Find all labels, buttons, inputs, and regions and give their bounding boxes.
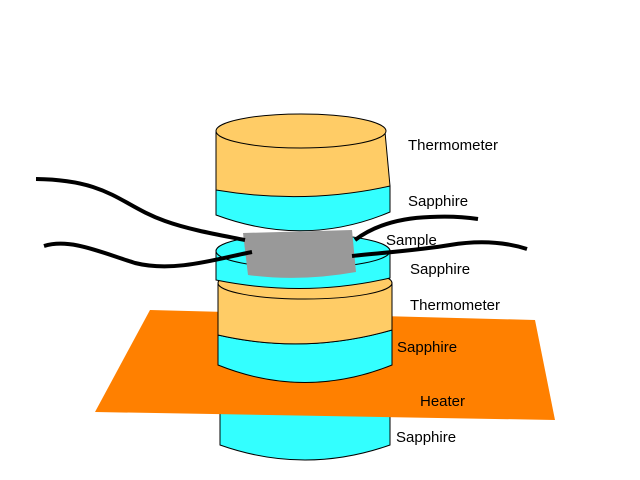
wire-upper-right	[353, 214, 479, 242]
label-sapphire-lower-mid: Sapphire	[397, 339, 457, 356]
label-sapphire-top: Sapphire	[408, 193, 468, 210]
thermometer-top-top	[215, 113, 387, 149]
sample-block	[243, 230, 356, 278]
label-sample: Sample	[386, 232, 437, 249]
label-heater: Heater	[420, 393, 465, 410]
label-sapphire-upper-mid: Sapphire	[410, 261, 470, 278]
wire-lower-right	[351, 240, 528, 258]
thermometer-top-body	[215, 131, 391, 198]
thermometer-lower-body	[217, 283, 393, 345]
label-sapphire-bottom: Sapphire	[396, 429, 456, 446]
label-thermometer-lower: Thermometer	[410, 297, 500, 314]
wire-lower-left	[43, 241, 253, 269]
label-thermometer-top: Thermometer	[408, 137, 498, 154]
wire-upper-left	[35, 177, 246, 242]
sapphire-top-disc	[215, 185, 391, 232]
sapphire-bottom-disc	[219, 404, 391, 461]
